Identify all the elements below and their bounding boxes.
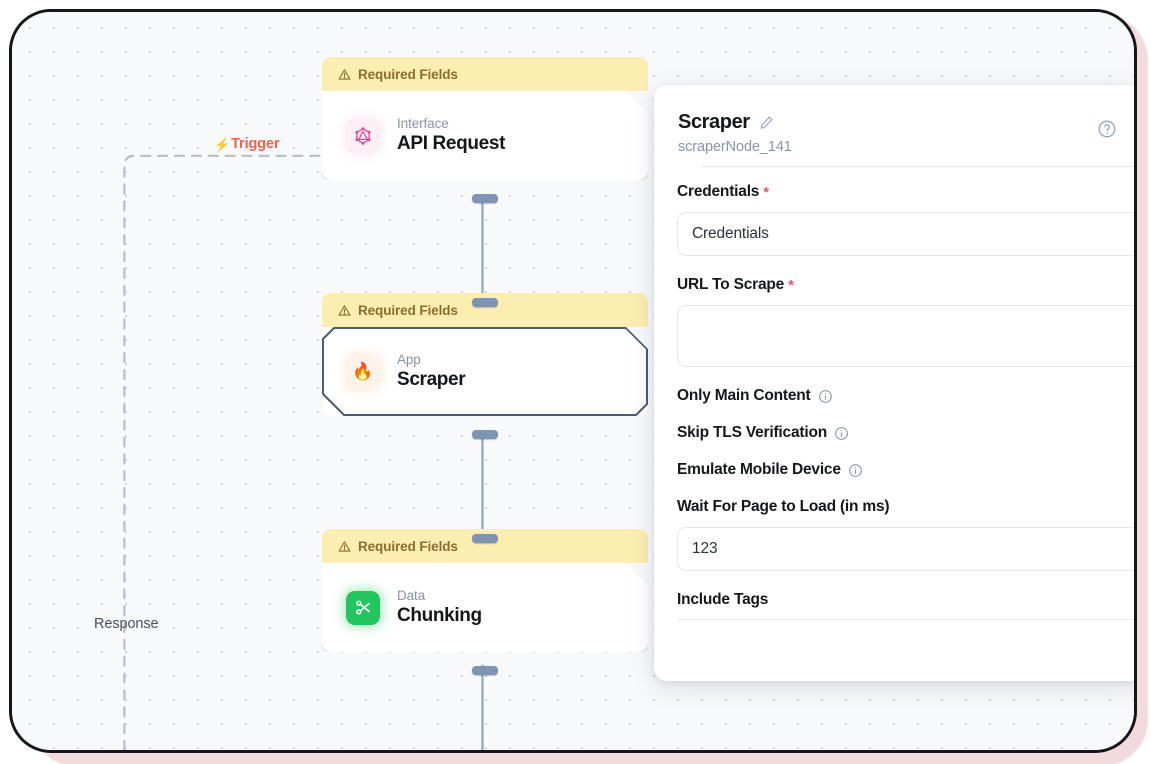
node-body[interactable]: Interface API Request	[322, 91, 648, 180]
field-credentials: Credentials * Credentials	[677, 183, 1134, 256]
warning-triangle-icon	[338, 304, 351, 316]
panel-node-id: scraperNode_141	[678, 139, 792, 155]
node-handle-target-chunking[interactable]	[472, 534, 498, 543]
panel-header: Scraper scraperNode_141	[654, 85, 1134, 167]
field-url-to-scrape: URL To Scrape *	[677, 276, 1134, 367]
info-circle-icon[interactable]	[848, 463, 863, 478]
node-handle-target-scraper[interactable]	[472, 298, 498, 307]
credentials-select[interactable]: Credentials	[677, 212, 1134, 256]
field-label-wait-for-page-load: Wait For Page to Load (in ms)	[677, 498, 1134, 516]
field-label-text: URL To Scrape	[677, 276, 785, 293]
field-wait-for-page-load: Wait For Page to Load (in ms) 123	[677, 498, 1134, 571]
node-text: Interface API Request	[397, 116, 505, 155]
field-emulate-mobile-device: Emulate Mobile Device	[677, 461, 1134, 479]
flame-icon: 🔥	[346, 355, 380, 389]
node-body[interactable]: 🔥 App Scraper	[322, 327, 648, 416]
warning-triangle-icon	[338, 540, 351, 552]
field-label-text: Emulate Mobile Device	[677, 461, 841, 478]
node-text: Data Chunking	[397, 588, 482, 627]
warning-triangle-icon	[338, 68, 351, 80]
node-category: App	[397, 352, 421, 367]
field-label-text: Include Tags	[677, 591, 769, 608]
node-banner-text: Required Fields	[358, 538, 458, 554]
panel-divider	[701, 166, 1134, 167]
field-label-text: Wait For Page to Load (in ms)	[677, 498, 890, 515]
panel-title-row: Scraper	[678, 111, 1134, 134]
info-circle-icon[interactable]	[818, 389, 833, 404]
field-label-credentials: Credentials *	[677, 183, 1134, 201]
wait-for-page-load-input[interactable]: 123	[677, 527, 1134, 571]
node-required-fields-banner: Required Fields	[322, 57, 648, 91]
node-banner-text: Required Fields	[358, 66, 458, 82]
device-frame: ⚡ Trigger Response Required Fields	[9, 9, 1137, 753]
node-title: Chunking	[397, 605, 482, 626]
url-to-scrape-input[interactable]	[677, 305, 1134, 367]
graphql-hexagon-icon	[346, 119, 380, 153]
node-required-fields-banner: Required Fields	[322, 293, 648, 327]
node-category: Interface	[397, 116, 449, 131]
field-label-url-to-scrape: URL To Scrape *	[677, 276, 1134, 294]
field-label-emulate-mobile-device: Emulate Mobile Device	[677, 461, 1134, 479]
node-api-request[interactable]: Required Fields	[322, 57, 648, 180]
node-chunking[interactable]: Required Fields Data Chunking	[322, 529, 648, 652]
node-banner-text: Required Fields	[358, 302, 458, 318]
node-properties-panel: Scraper scraperNode_141 Credentials	[654, 85, 1134, 681]
include-tags-input[interactable]	[677, 619, 1134, 620]
panel-title: Scraper	[678, 111, 750, 133]
scissors-icon	[346, 591, 380, 625]
field-label-text: Only Main Content	[677, 387, 811, 404]
info-circle-icon[interactable]	[834, 426, 849, 441]
node-title: API Request	[397, 133, 506, 154]
node-scraper[interactable]: Required Fields 🔥 App Scraper	[322, 293, 648, 416]
response-label: Response	[94, 616, 159, 632]
node-text: App Scraper	[397, 352, 465, 391]
field-include-tags: Include Tags	[677, 591, 1134, 620]
trigger-label: ⚡ Trigger	[214, 136, 280, 152]
field-label-skip-tls-verification: Skip TLS Verification	[677, 424, 1134, 442]
field-label-only-main-content: Only Main Content	[677, 387, 1134, 405]
field-label-text: Skip TLS Verification	[677, 424, 827, 441]
field-only-main-content: Only Main Content	[677, 387, 1134, 405]
node-handle-source-scraper[interactable]	[472, 430, 498, 439]
node-handle-source-chunking[interactable]	[472, 666, 498, 675]
question-mark-circle-icon[interactable]	[1097, 119, 1117, 139]
pencil-icon[interactable]	[759, 115, 774, 130]
field-skip-tls-verification: Skip TLS Verification	[677, 424, 1134, 442]
node-title: Scraper	[397, 369, 466, 390]
required-marker: *	[788, 276, 794, 294]
field-label-text: Credentials	[677, 183, 760, 200]
node-category: Data	[397, 588, 426, 603]
panel-body: Credentials * Credentials URL To Scrape …	[654, 161, 1134, 620]
field-label-include-tags: Include Tags	[677, 591, 1134, 609]
lightning-bolt-icon: ⚡	[214, 136, 231, 152]
node-handle-source-api-request[interactable]	[472, 194, 498, 203]
trigger-label-text: Trigger	[231, 136, 280, 152]
node-body[interactable]: Data Chunking	[322, 563, 648, 652]
required-marker: *	[763, 183, 769, 201]
